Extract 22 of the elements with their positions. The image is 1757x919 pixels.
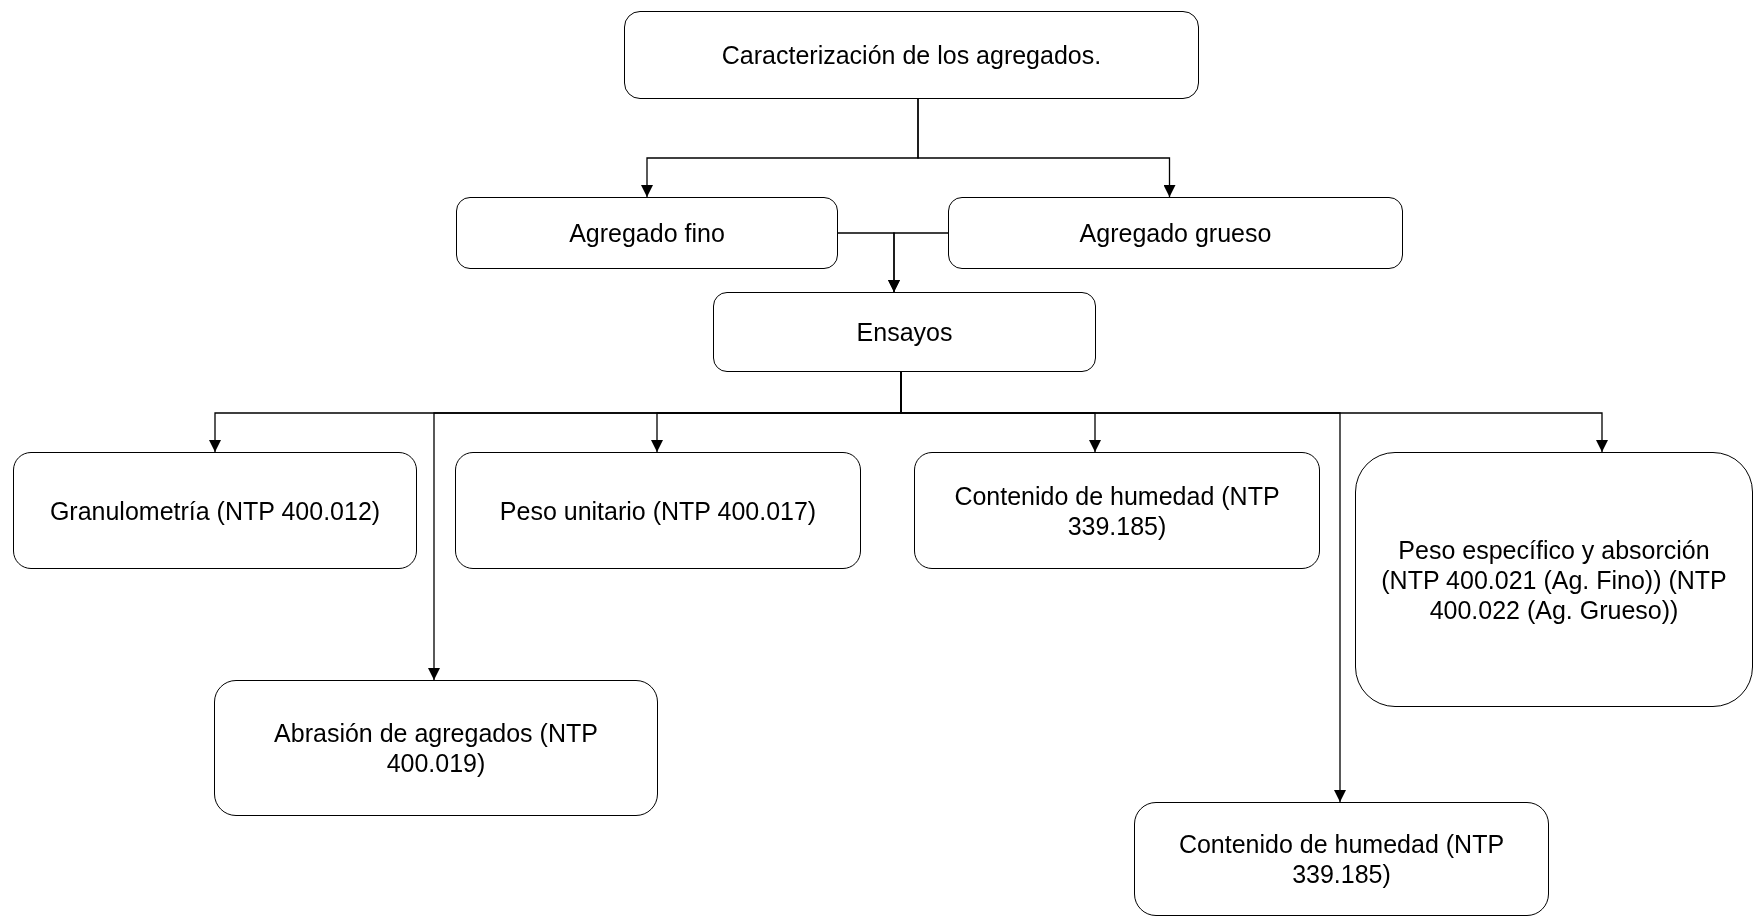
process-box — [948, 197, 1403, 269]
box-label: Peso específico y absorción (NTP 400.021 (Ag. Fino)) (NTP 400.022 (Ag. Grueso)) — [1380, 534, 1728, 625]
box-label: Abrasión de agregados (NTP 400.019) — [273, 718, 599, 778]
box-label: Peso unitario (NTP 400.017) — [499, 495, 817, 526]
box-label: Ensayos — [856, 317, 953, 347]
box-label: Granulometría (NTP 400.012) — [49, 495, 381, 526]
process-box — [214, 680, 658, 816]
box-label: Contenido de humedad (NTP 339.185) — [1177, 829, 1506, 889]
process-box — [1134, 802, 1549, 916]
box-label: Agregado grueso — [1079, 218, 1272, 248]
process-box — [914, 452, 1320, 569]
box-label: Caracterización de los agregados. — [721, 40, 1102, 70]
connector-arrow — [888, 232, 949, 293]
process-box — [13, 452, 417, 569]
box-label: Agregado fino — [569, 218, 725, 248]
process-box — [1355, 452, 1753, 707]
process-box — [455, 452, 861, 569]
process-box — [456, 197, 838, 269]
process-box — [624, 11, 1199, 99]
process-box — [713, 292, 1096, 372]
connector-arrow — [917, 98, 1176, 198]
box-label: Contenido de humedad (NTP 339.185) — [953, 480, 1281, 541]
